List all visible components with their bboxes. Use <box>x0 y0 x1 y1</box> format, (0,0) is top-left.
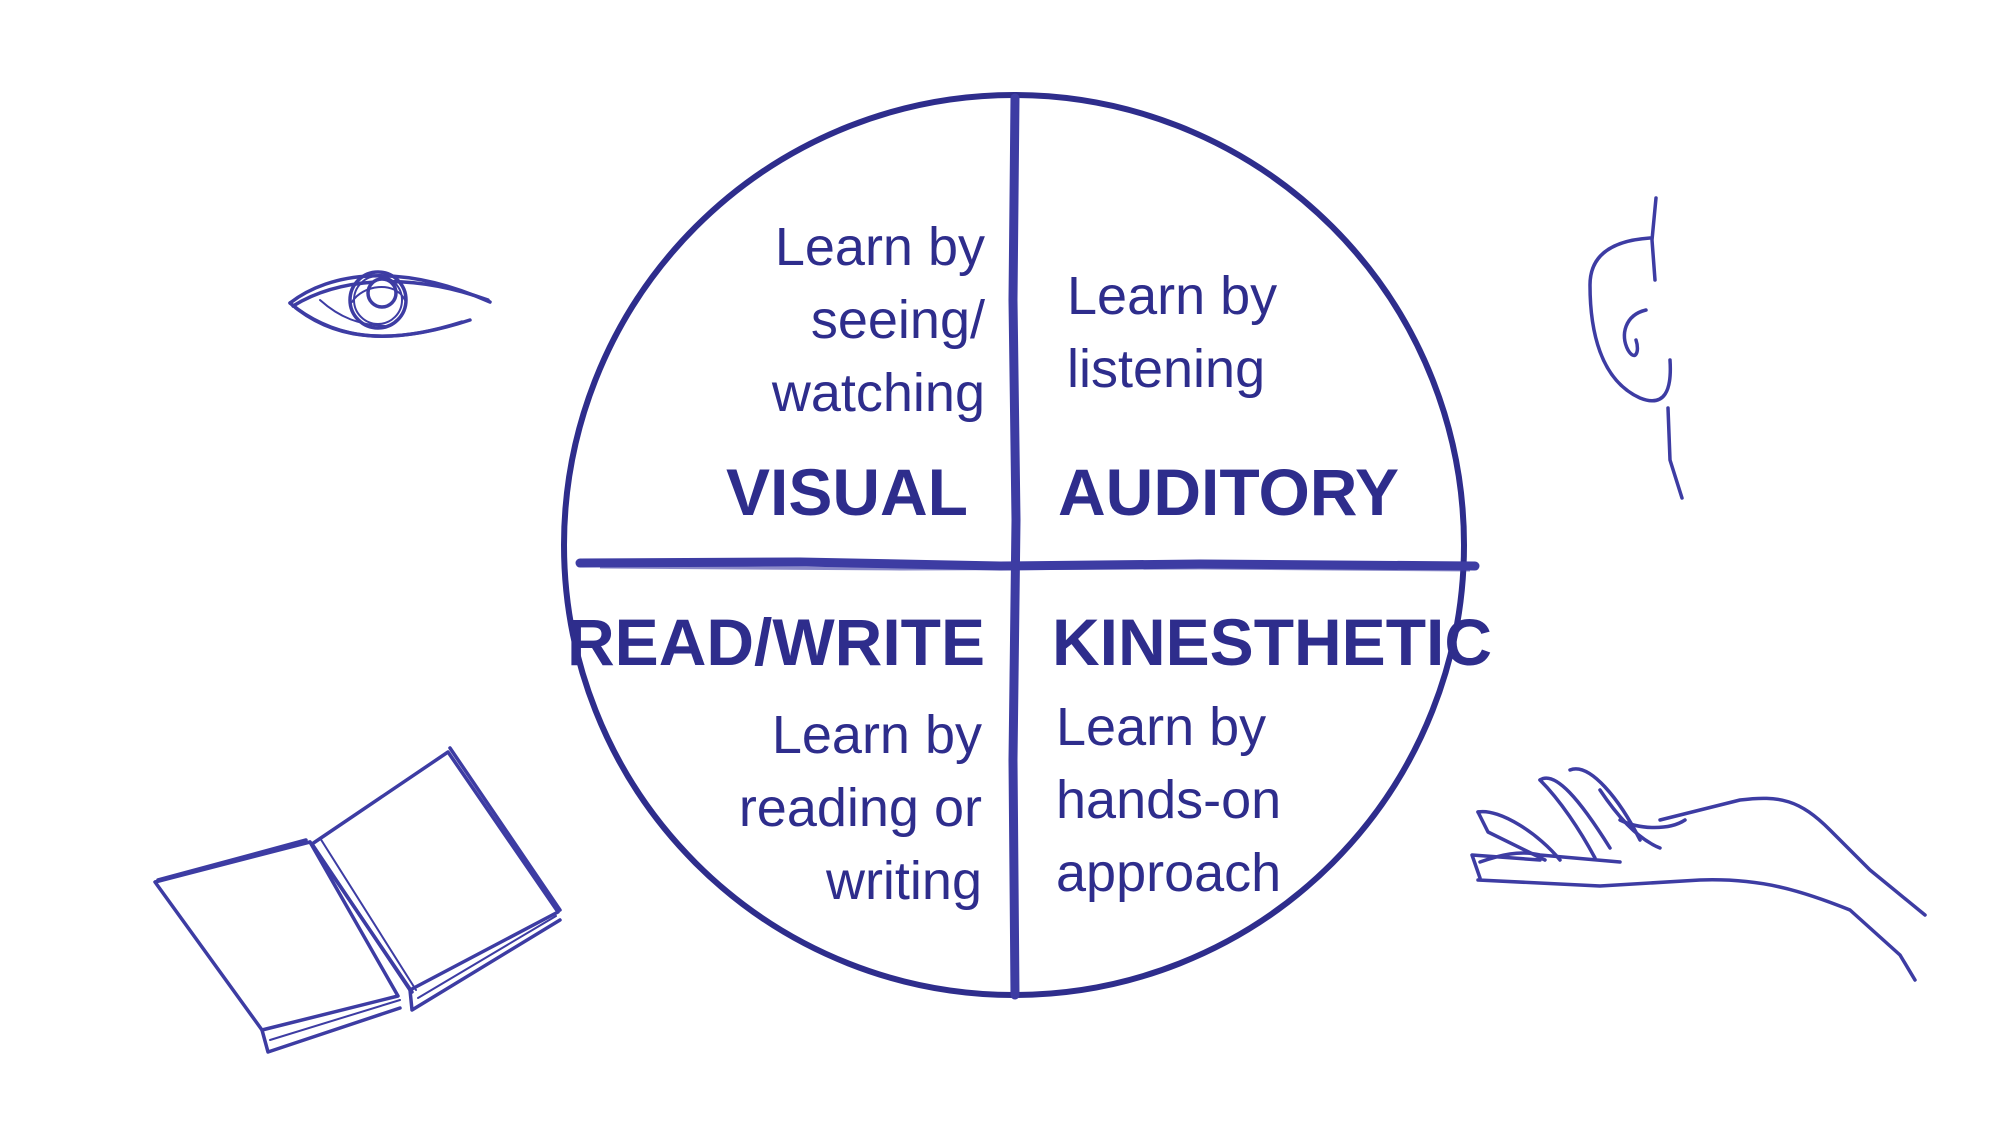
visual-desc-line-3: watching <box>771 363 985 423</box>
read-write-title: READ/WRITE <box>567 605 985 679</box>
quadrant-auditory: Learn by listening AUDITORY <box>1058 266 1399 529</box>
kinesthetic-title: KINESTHETIC <box>1052 605 1492 679</box>
read-write-desc-line-1: Learn by <box>772 705 982 765</box>
eye-icon <box>288 270 492 338</box>
read-write-desc-line-3: writing <box>825 851 982 911</box>
visual-desc-line-2: seeing/ <box>811 290 985 350</box>
auditory-desc-line-2: listening <box>1067 339 1265 399</box>
kinesthetic-desc-line-2: hands-on <box>1056 770 1281 830</box>
ear-icon <box>1588 196 1684 500</box>
hand-icon <box>1470 767 1927 982</box>
read-write-desc-line-2: reading or <box>739 778 982 838</box>
kinesthetic-desc-line-1: Learn by <box>1056 697 1266 757</box>
kinesthetic-desc-line-3: approach <box>1056 843 1281 903</box>
horizontal-divider <box>575 557 1480 572</box>
quadrant-read-write: READ/WRITE Learn by reading or writing <box>567 605 985 911</box>
quadrant-visual: Learn by seeing/ watching VISUAL <box>726 217 985 529</box>
auditory-title: AUDITORY <box>1058 455 1399 529</box>
book-icon <box>153 746 562 1054</box>
quadrant-kinesthetic: KINESTHETIC Learn by hands-on approach <box>1052 605 1492 903</box>
vertical-divider <box>1008 93 1021 1000</box>
visual-title: VISUAL <box>726 455 968 529</box>
auditory-desc-line-1: Learn by <box>1067 266 1277 326</box>
visual-desc-line-1: Learn by <box>775 217 985 277</box>
